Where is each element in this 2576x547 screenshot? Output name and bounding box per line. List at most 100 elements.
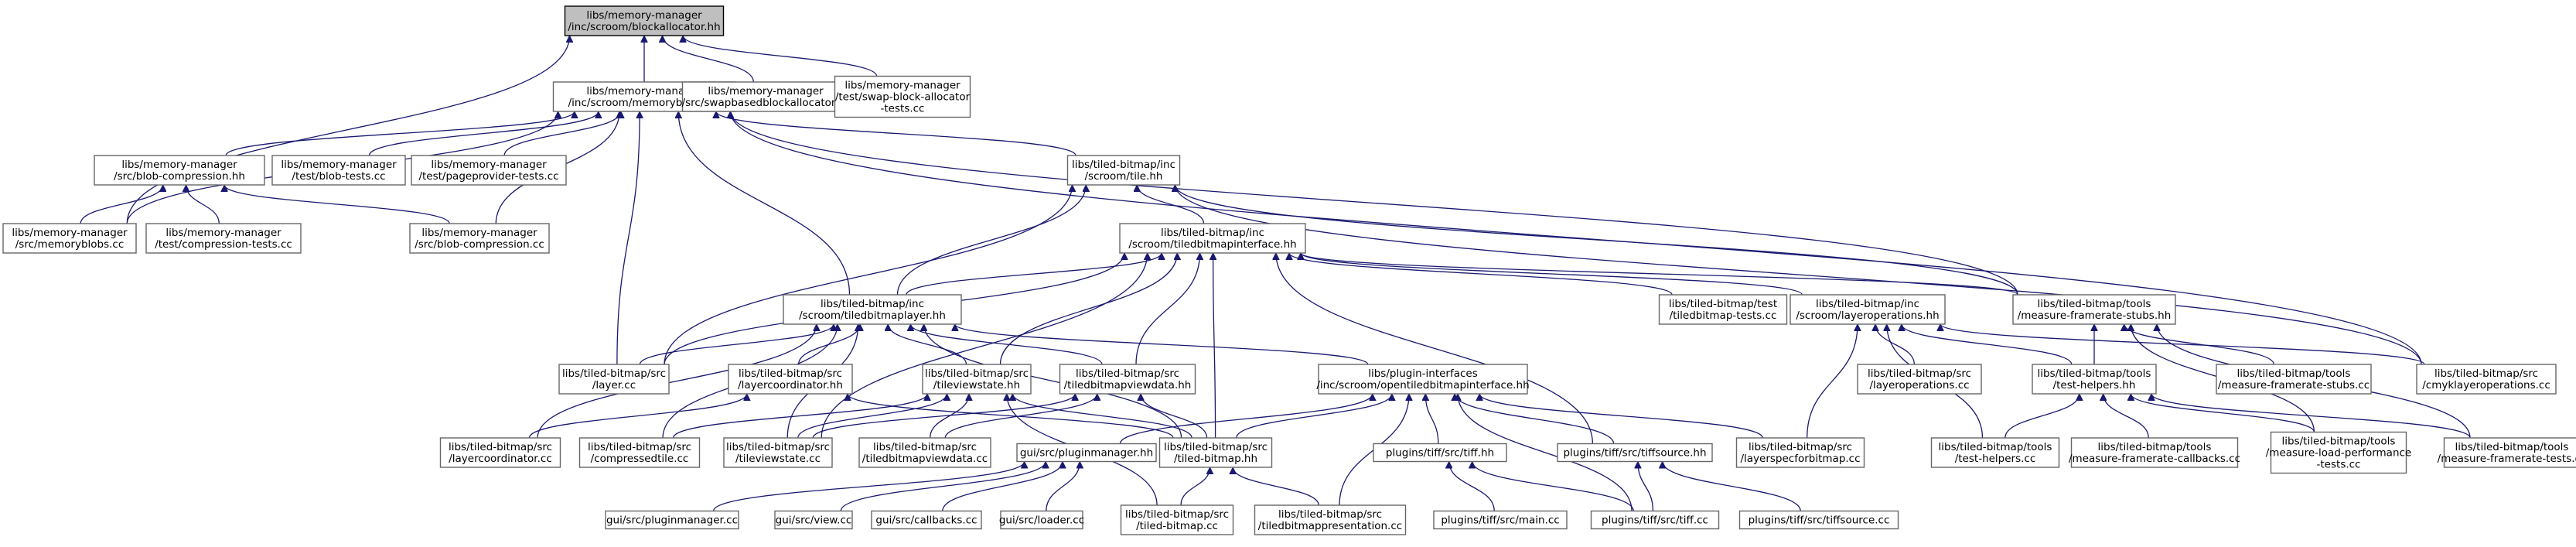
file-node-pageprovider[interactable]: libs/memory-manager/test/pageprovider-te…: [411, 155, 567, 186]
edge-tile-hh-to-tblayer: [896, 185, 1087, 296]
file-node-tileviewstate-cc[interactable]: libs/tiled-bitmap/src/tileviewstate.cc: [723, 437, 833, 468]
node-label-line: /test/compression-tests.cc: [155, 238, 292, 251]
node-box: [564, 5, 725, 36]
file-node-blockallocator[interactable]: libs/memory-manager/inc/scroom/blockallo…: [564, 5, 725, 36]
node-label-line: libs/tiled-bitmap/src: [1278, 508, 1382, 521]
file-node-tiff-cc[interactable]: plugins/tiff/src/tiff.cc: [1590, 510, 1720, 530]
edge-layerops-hh-to-cmyk: [1940, 323, 2425, 365]
file-node-tbpresentation[interactable]: libs/tiled-bitmap/src/tiledbitmappresent…: [1254, 504, 1407, 535]
file-node-layercoord-cc[interactable]: libs/tiled-bitmap/src/layercoordinator.c…: [439, 437, 561, 468]
node-label-line: /test-helpers.hh: [2053, 379, 2136, 391]
file-node-mfstubs-cc[interactable]: libs/tiled-bitmap/tools/measure-framerat…: [2216, 364, 2372, 395]
node-box: [409, 223, 550, 254]
node-box: [1119, 223, 1306, 254]
node-box: [1059, 364, 1196, 395]
node-label-line: /tiledbitmapviewdata.cc: [862, 453, 988, 465]
file-node-tile-hh[interactable]: libs/tiled-bitmap/inc/scroom/tile.hh: [1066, 155, 1181, 186]
file-node-mfcallbacks[interactable]: libs/tiled-bitmap/tools/measure-framerat…: [2069, 437, 2240, 468]
file-node-tiffsource-hh[interactable]: plugins/tiff/src/tiffsource.hh: [1557, 443, 1713, 463]
file-node-tiff-hh[interactable]: plugins/tiff/src/tiff.hh: [1373, 443, 1507, 463]
file-node-swapblock[interactable]: libs/memory-manager/test/swap-block-allo…: [834, 75, 971, 118]
node-box: [871, 510, 982, 530]
node-box: [1590, 510, 1720, 530]
node-label-line: libs/memory-manager: [708, 85, 824, 97]
file-node-openti[interactable]: libs/plugin-interfaces/inc/scroom/openti…: [1316, 364, 1530, 395]
edge-tiledbitmap-hh-to-tbpresentation: [1233, 467, 1319, 506]
file-node-view-cc[interactable]: gui/src/view.cc: [774, 510, 853, 530]
edge-tile-hh-to-tbinterface: [1137, 184, 1205, 224]
edge-testhelpers-hh-to-mfcallbacks: [2103, 393, 2149, 439]
edge-layercoord-hh-to-layercoord-cc: [528, 393, 747, 439]
file-node-tblayer[interactable]: libs/tiled-bitmap/inc/scroom/tiledbitmap…: [783, 294, 962, 325]
edge-tbinterface-to-tbviewdata-hh: [1135, 253, 1200, 365]
node-label-line: libs/tiled-bitmap/src: [739, 368, 842, 380]
file-node-layerspec[interactable]: libs/tiled-bitmap/src/layerspecforbitmap…: [1735, 437, 1865, 468]
node-label-line: plugins/tiff/src/tiffsource.hh: [1563, 447, 1706, 460]
file-node-blobtests[interactable]: libs/memory-manager/test/blob-tests.cc: [271, 155, 406, 186]
node-label-line: /compressedtile.cc: [591, 453, 689, 465]
node-label-line: /tiled-bitmap.hh: [1174, 453, 1257, 465]
node-label-line: gui/src/loader.cc: [999, 515, 1084, 527]
edge-memoryblobs-hh-to-tile-hh: [716, 111, 1076, 156]
edge-tblayer-to-tileviewstate-hh: [888, 323, 967, 365]
file-node-callbacks-cc[interactable]: gui/src/callbacks.cc: [871, 510, 982, 530]
file-node-tbtests[interactable]: libs/tiled-bitmap/test/tiledbitmap-tests…: [1658, 294, 1788, 325]
node-label-line: libs/memory-manager: [586, 9, 702, 22]
file-node-tileviewstate-hh[interactable]: libs/tiled-bitmap/src/tileviewstate.hh: [922, 364, 1032, 395]
node-label-line: /layercoordinator.cc: [449, 453, 552, 465]
file-node-pluginmgr-hh[interactable]: gui/src/pluginmanager.hh: [1016, 443, 1157, 463]
node-label-line: /layercoordinator.hh: [738, 379, 843, 391]
node-label-line: libs/tiled-bitmap/tools: [2282, 436, 2396, 448]
node-label-line: libs/tiled-bitmap/src: [1164, 441, 1268, 453]
file-node-blobcomp-cc[interactable]: libs/memory-manager/src/blob-compression…: [409, 223, 550, 254]
file-node-testhelpers-hh[interactable]: libs/tiled-bitmap/tools/test-helpers.hh: [2032, 364, 2157, 395]
file-node-swapbased[interactable]: libs/memory-manager/src/swapbasedblockal…: [682, 81, 850, 112]
node-label-line: libs/memory-manager: [12, 227, 128, 239]
file-node-cmyk[interactable]: libs/tiled-bitmap/src/cmyklayeroperation…: [2416, 364, 2557, 395]
file-node-pluginmgr-cc[interactable]: gui/src/pluginmanager.cc: [605, 510, 739, 530]
file-node-tiledbitmap-hh[interactable]: libs/tiled-bitmap/src/tiled-bitmap.hh: [1158, 437, 1273, 468]
file-node-tiffsource-cc[interactable]: plugins/tiff/src/tiffsource.cc: [1738, 510, 1899, 530]
edge-testhelpers-hh-to-mftests: [2151, 393, 2471, 439]
file-node-tbviewdata-hh[interactable]: libs/tiled-bitmap/src/tiledbitmapviewdat…: [1059, 364, 1196, 395]
file-node-layerops-hh[interactable]: libs/tiled-bitmap/inc/scroom/layeroperat…: [1790, 294, 1946, 325]
file-node-layer-cc[interactable]: libs/tiled-bitmap/src/layer.cc: [558, 364, 670, 395]
edge-memoryblobs-hh-to-pageprovider: [503, 111, 621, 156]
file-node-tbviewdata-cc[interactable]: libs/tiled-bitmap/src/tiledbitmapviewdat…: [858, 437, 991, 468]
file-node-tiffmain[interactable]: plugins/tiff/src/main.cc: [1433, 510, 1568, 530]
node-label-line: /measure-framerate-tests.cc: [2438, 453, 2576, 465]
node-label-line: /scroom/tiledbitmaplayer.hh: [799, 309, 946, 322]
file-node-testhelpers-cc[interactable]: libs/tiled-bitmap/tools/test-helpers.cc: [1930, 437, 2060, 468]
file-node-loader-cc[interactable]: gui/src/loader.cc: [999, 510, 1084, 530]
file-node-comptests[interactable]: libs/memory-manager/test/compression-tes…: [145, 223, 302, 254]
file-node-memoryblobs-cc[interactable]: libs/memory-manager/src/memoryblobs.cc: [2, 223, 137, 254]
node-box: [411, 155, 567, 186]
node-label-line: /tiledbitmapviewdata.hh: [1064, 379, 1192, 391]
node-label-line: /tiled-bitmap.cc: [1136, 520, 1218, 532]
file-node-tiledbitmap-cc[interactable]: libs/tiled-bitmap/src/tiled-bitmap.cc: [1120, 504, 1234, 535]
edge-tblayer-to-tbviewdata-hh: [911, 323, 1103, 365]
node-label-line: libs/tiled-bitmap/src: [1868, 368, 1971, 380]
node-label-line: gui/src/pluginmanager.cc: [606, 515, 738, 527]
file-node-mfstubs-hh[interactable]: libs/tiled-bitmap/tools/measure-framerat…: [2012, 294, 2176, 325]
edge-layerops-hh-to-layerspec: [1807, 324, 1858, 439]
file-node-layerops-cc[interactable]: libs/tiled-bitmap/src/layeroperations.cc: [1857, 364, 1982, 395]
node-label-line: libs/memory-manager: [586, 85, 702, 97]
node-box: [271, 155, 406, 186]
file-node-layercoord-hh[interactable]: libs/tiled-bitmap/src/layercoordinator.h…: [728, 364, 853, 395]
edge-tileviewstate-hh-to-tiledbitmap-hh: [1012, 393, 1192, 439]
edge-tile-hh-to-layer-cc: [664, 185, 1073, 365]
node-box: [2, 223, 137, 254]
edge-openti-to-tiffsource-hh: [1455, 393, 1615, 444]
file-node-compressed[interactable]: libs/tiled-bitmap/src/compressedtile.cc: [578, 437, 701, 468]
edge-blockallocator-to-swapblock: [683, 35, 878, 77]
node-box: [774, 510, 853, 530]
file-node-loadperf[interactable]: libs/tiled-bitmap/tools/measure-load-per…: [2266, 431, 2411, 474]
node-label-line: /inc/scroom/blockallocator.hh: [568, 21, 720, 33]
file-node-mftests[interactable]: libs/tiled-bitmap/tools/measure-framerat…: [2438, 437, 2576, 468]
node-label-line: /src/blob-compression.cc: [415, 238, 544, 251]
file-node-blobcomp-hh[interactable]: libs/memory-manager/src/blob-compression…: [94, 155, 265, 186]
node-label-line: libs/memory-manager: [431, 159, 547, 171]
file-node-tbinterface[interactable]: libs/tiled-bitmap/inc/scroom/tiledbitmap…: [1119, 223, 1306, 254]
node-label-line: /src/swapbasedblockallocator.cc: [682, 97, 850, 109]
